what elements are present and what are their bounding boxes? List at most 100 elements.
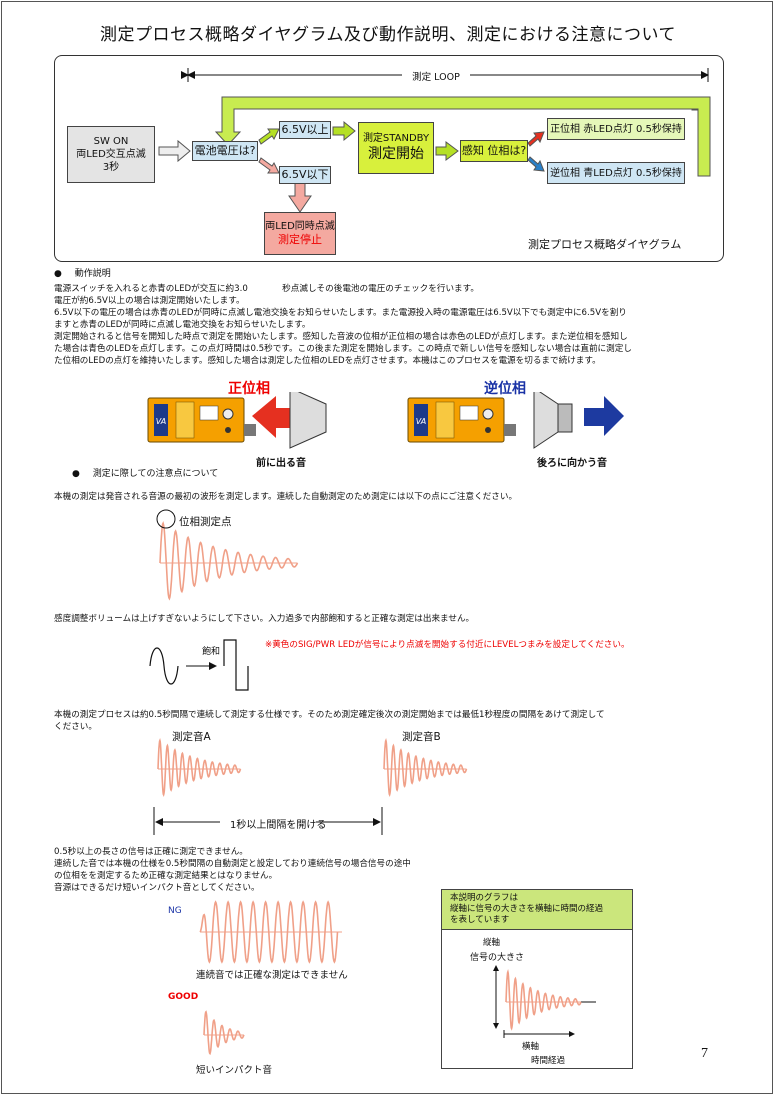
sw-on-line3: 3秒 [102,162,120,173]
ng-caption: 連続音では正確な測定はできません [196,970,348,981]
diagram-caption: 測定プロセス概略ダイヤグラム [528,238,682,251]
page-title: 測定プロセス概略ダイヤグラム及び動作説明、測定における注意について [100,25,676,45]
continuous-wave [199,900,342,964]
sw-on-line1: SW ON [93,136,129,147]
arrow-to-above [258,128,280,145]
decay-wave-a [157,738,242,798]
box-detect-phase: 感知 位相は? [460,140,528,162]
arrow-to-detect [435,141,459,161]
box-negative-result: 逆位相 青LED点灯 0.5秒保持 [547,162,685,184]
legend-header-line: 縦軸に信号の大きさを横軸に時間の経過 [450,904,604,914]
operation-line: 測定開始されると信号を開知した時点で測定を開始いたします。感知した音波の位相が正… [54,332,628,342]
clipped-wave-icon [223,639,249,691]
operation-heading-text: 動作説明 [74,269,111,279]
legend-axes [493,965,596,1038]
horizontal-axis-label: 横軸 [522,1042,540,1052]
stop-top: 両LED同時点滅 [265,220,335,232]
arrow-to-standby [332,120,356,142]
loop-back-arrow [214,96,711,177]
operation-line: 電圧が約6.5V以上の場合は測定開始いたします。 [54,296,245,306]
ng-label: NG [168,906,182,916]
gap-label: 1秒以上間隔を開ける [230,820,327,831]
stop-bottom: 測定停止 [278,232,322,246]
blue-arrow-icon [584,396,624,436]
start-label: 測定開始 [368,146,424,163]
box-above-threshold: 6.5V以上 [279,121,331,139]
notes-heading: ● 測定に際しての注意点について [72,466,218,479]
arrow-to-positive [527,131,545,147]
notes-heading-text: 測定に際しての注意点について [92,469,219,479]
signal-line: の位相をを測定するため正確な測定結果とはなりません。 [54,871,278,881]
positive-phase-label: 正位相 [228,381,270,397]
device-right-icon: VA [407,397,516,443]
speaker-left-icon [289,392,327,449]
sound-b-label: 測定音B [402,731,441,743]
arrow-to-negative [527,156,545,172]
interval-text: 本機の測定プロセスは約0.5秒間隔で連続して測定する仕様です。そのため測定確定後… [54,709,605,733]
signal-line: 0.5秒以上の長さの信号は正確に測定できません。 [54,847,248,857]
diagram-arrows [158,68,711,213]
page-number: 7 [701,1046,708,1061]
signal-line: 音源はできるだけ短いインパクト音としてください。 [54,883,260,893]
arrow-to-below [258,157,280,174]
box-sw-on: SW ON 両LED交互点滅 3秒 [67,126,155,183]
legend-header-line: を表しています [450,915,510,925]
phase-point-label: 位相測定点 [179,516,232,528]
box-battery-check: 電池電圧は? [192,141,258,161]
signal-size-label: 信号の大きさ [470,953,525,963]
svg-text:VA: VA [156,417,166,426]
waveform-line [157,738,242,798]
svg-text:VA: VA [416,417,426,426]
bullet-icon: ● [72,469,80,479]
decay-wave-b [383,738,468,798]
sw-on-line2: 両LED交互点滅 [76,149,146,160]
interval-line: ください。 [54,722,97,732]
loop-label: 測定 LOOP [412,72,460,83]
speaker-right-icon [533,392,573,449]
vertical-axis-label: 縦軸 [483,938,501,948]
time-label: 時間経過 [531,1056,566,1066]
negative-phase-label: 逆位相 [484,381,526,397]
good-caption: 短いインパクト音 [196,1065,273,1076]
waveform-line [159,520,299,601]
box-below-threshold: 6.5V以下 [279,166,331,184]
operation-line: 電源スイッチを入れると赤青のLEDが交互に約3.0 秒点滅しその後電池の電圧のチ… [54,284,479,294]
good-label: GOOD [168,992,199,1002]
signal-text: 0.5秒以上の長さの信号は正確に測定できません。 連続した音では本機の仕様を0.… [54,846,411,894]
saturation-label: 飽和 [202,647,221,657]
box-positive-result: 正位相 赤LED点灯 0.5秒保持 [547,118,685,140]
arrow-to-stop [288,182,312,213]
decay-wave-main [156,509,299,601]
saturation-illustration [149,639,249,691]
process-diagram [54,55,724,262]
negative-caption: 後ろに向かう音 [537,458,607,469]
notes-intro: 本機の測定は発音される音源の最初の波形を測定します。連続した自動測定のため測定に… [54,492,518,502]
operation-text: 電源スイッチを入れると赤青のLEDが交互に約3.0 秒点滅しその後電池の電圧のチ… [54,283,754,367]
box-standby: 測定STANDBY 測定開始 [358,122,434,174]
legend-header-line: 本説明のグラフは [450,893,519,903]
gap-dimension [153,807,383,835]
waveform-line [505,969,582,1031]
operation-line: た場合は青色のLEDを点灯します。この点灯時間は0.5秒です。この後また測定を開… [54,344,632,354]
waveform-line [203,1010,245,1056]
legend-header: 本説明のグラフは 縦軸に信号の大きさを横軸に時間の経過 を表しています [442,890,632,930]
waveform-line [383,738,468,798]
operation-heading: ● 動作説明 [54,266,111,279]
box-stop: 両LED同時点滅 測定停止 [264,212,336,255]
operation-line: た位相のLEDの点灯を維持いたします。感知した場合は測定した位相のLEDを点灯さ… [54,356,601,366]
level-note: ※黄色のSIG/PWR LEDが信号により点滅を開始する付近にLEVELつまみを… [265,640,630,650]
operation-line: 6.5V以下の電圧の場合は赤青のLEDが同時に点滅し電池交換をお知らせいたします… [54,308,627,318]
operation-line: ますと赤青のLEDが同時に点滅し電池交換をお知らせいたします。 [54,320,311,330]
device-left-icon: VA [147,397,256,443]
phase-illustration: VA VA [147,392,624,449]
positive-caption: 前に出る音 [256,458,306,469]
signal-line: 連続した音では本機の仕様を0.5秒間隔の自動測定と設定しており連続信号の場合信号… [54,859,411,869]
interval-line: 本機の測定プロセスは約0.5秒間隔で連続して測定する仕様です。そのため測定確定後… [54,710,605,720]
sound-a-label: 測定音A [172,731,211,743]
legend-box: 本説明のグラフは 縦軸に信号の大きさを横軸に時間の経過 を表しています [441,889,633,1069]
standby-label: 測定STANDBY [362,133,430,145]
impact-wave [203,1010,245,1056]
sine-wave-icon [149,647,179,685]
phase-point-circle [156,509,176,529]
